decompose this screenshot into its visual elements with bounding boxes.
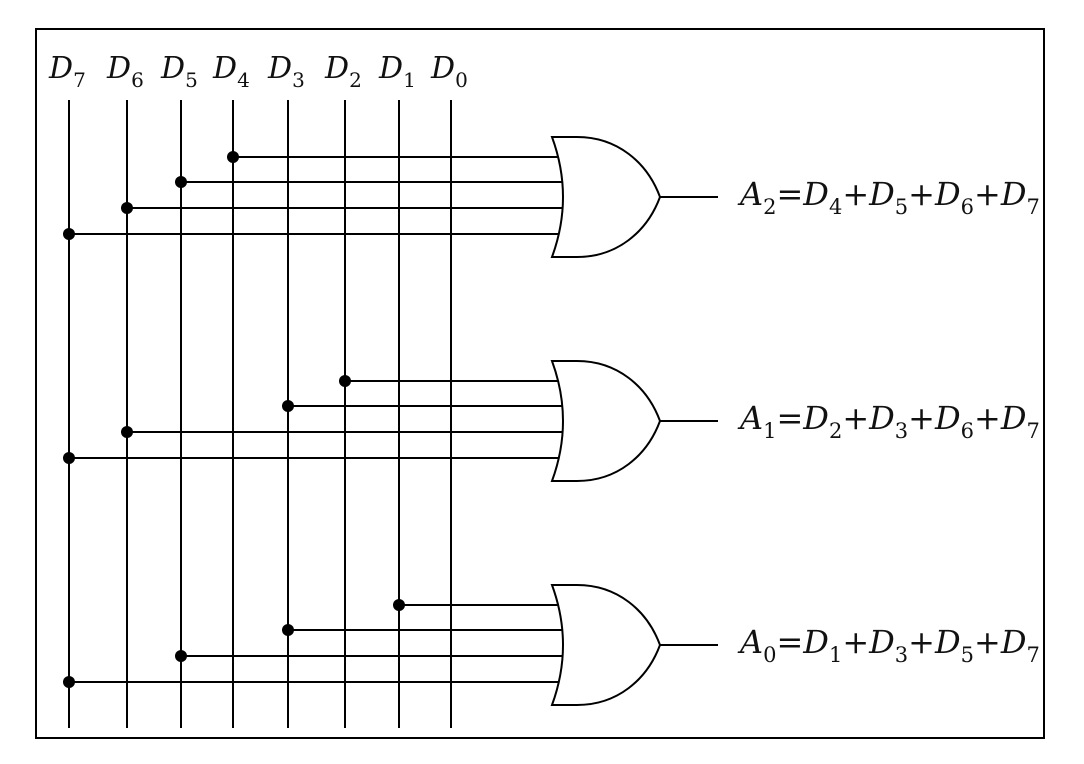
eq-subscript: 7 (1026, 419, 1039, 443)
eq-operator: + (842, 623, 869, 661)
eq-subscript: 7 (1026, 643, 1039, 667)
eq-operator: + (842, 175, 869, 213)
output-equations: A2=D4+D5+D6+D7A1=D2+D3+D6+D7A0=D1+D3+D5+… (737, 175, 1040, 667)
input-label-base: D (324, 51, 349, 86)
input-label-d3: D3 (267, 51, 305, 92)
junction-dot (393, 599, 405, 611)
junction-dot (282, 624, 294, 636)
eq-operator: + (842, 399, 869, 437)
eq-subscript: 6 (961, 195, 974, 219)
eq-subscript: 2 (763, 195, 776, 219)
input-label-subscript: 6 (131, 68, 144, 92)
input-label-base: D (267, 51, 292, 86)
input-label-base: D (212, 51, 237, 86)
junction-dot (339, 375, 351, 387)
eq-subscript: 1 (763, 419, 776, 443)
input-label-subscript: 4 (237, 68, 250, 92)
input-label-subscript: 1 (403, 68, 416, 92)
eq-operator: + (974, 175, 1001, 213)
eq-symbol: D (802, 623, 829, 661)
eq-subscript: 0 (763, 643, 776, 667)
eq-subscript: 2 (829, 419, 842, 443)
eq-subscript: 3 (895, 419, 908, 443)
eq-symbol: D (802, 175, 829, 213)
or-gate-0 (63, 136, 718, 258)
input-wires (68, 100, 452, 728)
output-equation-a2: A2=D4+D5+D6+D7 (737, 175, 1040, 219)
eq-operator: + (908, 399, 935, 437)
eq-symbol: D (868, 175, 895, 213)
input-label-subscript: 2 (349, 68, 362, 92)
input-label-base: D (48, 51, 73, 86)
junction-dot (282, 400, 294, 412)
or-gate-symbol (550, 136, 662, 258)
junction-dot (63, 452, 75, 464)
input-label-d2: D2 (324, 51, 362, 92)
eq-symbol: D (934, 623, 961, 661)
input-label-subscript: 3 (292, 68, 305, 92)
eq-symbol: D (1000, 399, 1027, 437)
eq-operator: + (974, 399, 1001, 437)
input-label-base: D (160, 51, 185, 86)
eq-operator: = (776, 623, 803, 661)
eq-subscript: 5 (895, 195, 908, 219)
eq-subscript: 6 (961, 419, 974, 443)
input-label-d0: D0 (430, 51, 468, 92)
eq-operator: + (908, 623, 935, 661)
eq-subscript: 3 (895, 643, 908, 667)
junction-dot (63, 676, 75, 688)
output-equation-a1: A1=D2+D3+D6+D7 (737, 399, 1040, 443)
eq-symbol: D (934, 175, 961, 213)
eq-symbol: D (802, 399, 829, 437)
input-label-d5: D5 (160, 51, 198, 92)
input-label-d4: D4 (212, 51, 250, 92)
eq-symbol: D (1000, 175, 1027, 213)
eq-symbol: D (934, 399, 961, 437)
eq-operator: + (908, 175, 935, 213)
eq-symbol: D (868, 623, 895, 661)
junction-dot (175, 176, 187, 188)
input-label-d1: D1 (378, 51, 416, 92)
input-label-d6: D6 (106, 51, 144, 92)
eq-symbol: D (1000, 623, 1027, 661)
eq-operator: + (974, 623, 1001, 661)
junction-dot (121, 426, 133, 438)
junction-dot (227, 151, 239, 163)
input-label-subscript: 7 (73, 68, 86, 92)
junction-dot (63, 228, 75, 240)
junction-dot (121, 202, 133, 214)
input-label-subscript: 0 (455, 68, 468, 92)
input-label-base: D (378, 51, 403, 86)
or-gate-2 (63, 584, 718, 706)
eq-subscript: 7 (1026, 195, 1039, 219)
diagram-frame (35, 28, 1045, 739)
eq-operator: = (776, 399, 803, 437)
eq-symbol: A (737, 399, 763, 437)
input-label-base: D (430, 51, 455, 86)
eq-subscript: 5 (961, 643, 974, 667)
or-gate-1 (63, 360, 718, 482)
eq-symbol: A (737, 623, 763, 661)
output-equation-a0: A0=D1+D3+D5+D7 (737, 623, 1040, 667)
input-label-d7: D7 (48, 51, 86, 92)
eq-subscript: 1 (829, 643, 842, 667)
eq-subscript: 4 (829, 195, 842, 219)
eq-operator: = (776, 175, 803, 213)
eq-symbol: D (868, 399, 895, 437)
or-gate-symbol (550, 360, 662, 482)
or-gate-symbol (550, 584, 662, 706)
eq-symbol: A (737, 175, 763, 213)
junction-dot (175, 650, 187, 662)
or-gates (63, 136, 718, 706)
input-label-subscript: 5 (185, 68, 198, 92)
input-label-base: D (106, 51, 131, 86)
